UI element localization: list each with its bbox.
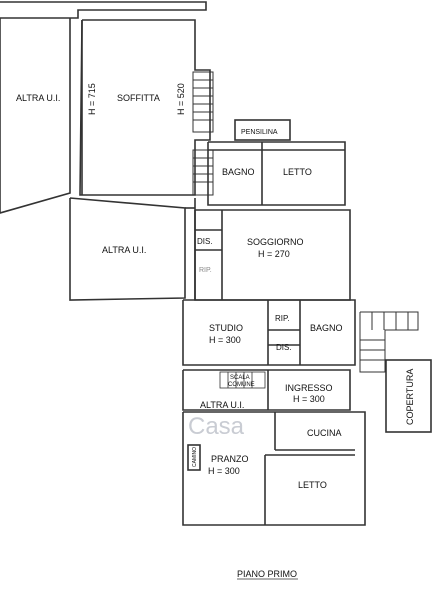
scala-comune-steps [219, 371, 266, 389]
label-pensilina: PENSILINA [241, 129, 278, 136]
label-comune: COMUNE [228, 382, 255, 388]
label-studio-h: H = 300 [209, 335, 241, 345]
label-ingresso: INGRESSO [285, 383, 333, 393]
label-h-520: H = 520 [176, 83, 186, 115]
label-altra-ui-mid: ALTRA U.I. [102, 245, 146, 255]
label-pranzo-h: H = 300 [208, 466, 240, 476]
label-letto-upper: LETTO [283, 167, 312, 177]
label-dis-upper: DIS. [197, 237, 213, 246]
label-rip-upper: RIP. [199, 267, 212, 274]
label-cucina: CUCINA [307, 428, 342, 438]
label-bagno-mid: BAGNO [310, 323, 343, 333]
label-pranzo: PRANZO [211, 454, 249, 464]
label-soffitta: SOFFITTA [117, 93, 160, 103]
stair-right [359, 311, 419, 373]
label-bagno-upper: BAGNO [222, 167, 255, 177]
main-walls-upper [194, 119, 351, 301]
watermark-text: Casa [188, 413, 245, 440]
label-camino: CAMINO [192, 447, 198, 467]
label-studio: STUDIO [209, 323, 243, 333]
copertura-box [385, 359, 432, 433]
label-soggiorno: SOGGIORNO [247, 237, 304, 247]
label-ingresso-h: H = 300 [293, 394, 325, 404]
plan-title: PIANO PRIMO [237, 569, 297, 579]
label-altra-ui-lower: ALTRA U.I. [200, 400, 244, 410]
label-dis-mid: DIS. [276, 343, 292, 352]
label-copertura: COPERTURA [405, 369, 415, 425]
label-letto-lower: LETTO [298, 480, 327, 490]
main-walls-middle [182, 299, 356, 366]
stair-upper [192, 71, 214, 196]
upper-left-walls [0, 1, 211, 301]
label-scala: SCALA [230, 375, 250, 381]
main-walls-lower [182, 369, 366, 526]
label-h-715: H = 715 [87, 83, 97, 115]
label-rip-mid: RIP. [275, 314, 290, 323]
label-altra-ui-left: ALTRA U.I. [16, 93, 60, 103]
label-soggiorno-h: H = 270 [258, 249, 290, 259]
